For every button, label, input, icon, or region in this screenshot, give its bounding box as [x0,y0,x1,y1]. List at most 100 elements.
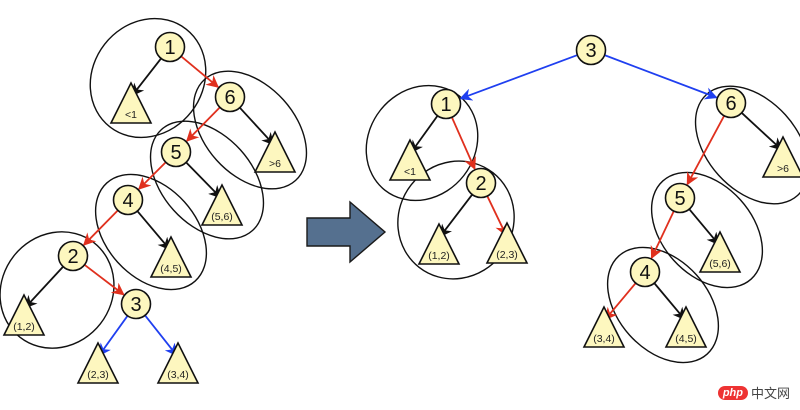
tree-shapes: <1>6(5,6)(4,5)(1,2)(2,3)(3,4)<1(1,2)(2,3… [2,31,800,384]
subtree-label: (1,2) [428,250,450,262]
node-circle [120,288,152,320]
before-subtree-gt6: >6 [253,130,297,173]
node-circle [664,182,696,214]
subtree-triangle [664,305,708,348]
before-node-6: 6 [214,81,246,113]
node-circle [57,240,89,272]
subtree-triangle [761,135,800,178]
subtree-triangle [200,183,244,226]
node-circle [160,136,192,168]
after-edge-a4-at_45 [653,282,686,321]
subtree-label: (4,5) [675,333,697,345]
after-edge-a1-a2 [451,116,476,170]
before-node-3: 3 [120,288,152,320]
after-subtree-45: (4,5) [664,305,708,348]
subtree-triangle [253,130,297,173]
subtree-triangle [149,235,193,278]
node-circle [112,184,144,216]
node-circle [430,88,462,120]
before-edge-b1-b6 [180,55,220,88]
before-node-2: 2 [57,240,89,272]
subtree-triangle [582,305,626,348]
group-ellipse-node-1 [89,17,207,139]
before-edge-b2-b3 [83,264,125,296]
node-circle [214,81,246,113]
after-node-5: 5 [664,182,696,214]
subtree-triangle [2,293,46,336]
subtree-label: (2,3) [87,369,109,381]
after-subtree-23: (2,3) [485,221,529,264]
after-edge-a6-a5 [686,115,725,186]
before-edge-b2-bt_12 [24,266,64,309]
node-label: 6 [224,87,235,109]
after-edge-a2-at_23 [486,195,507,237]
subtree-label: (3,4) [167,369,189,381]
before-edge-b3-bt_23 [98,315,129,357]
before-edge-b4-b2 [82,209,119,246]
before-edge-b1-bt_lt1 [131,57,162,97]
subtree-triangle [156,341,200,384]
group-ellipse-node-6 [192,70,308,190]
after-edge-a6-at_gt6 [741,112,783,151]
group-ellipse-node-4 [94,173,208,291]
node-label: 6 [725,93,736,115]
after-edge-a5-at_56 [688,208,720,246]
subtree-label: >6 [777,163,789,175]
before-edge-b6-bt_gt6 [239,107,275,146]
before-edge-b6-b5 [185,106,221,142]
node-label: 5 [170,142,181,164]
subtree-label: (5,6) [211,211,233,223]
after-node-2: 2 [465,167,497,199]
after-edge-a1-at_lt1 [410,115,439,154]
before-edge-b3-bt_34 [144,314,178,357]
after-node-1: 1 [430,88,462,120]
after-node-3: 3 [575,34,607,66]
node-circle [154,31,186,63]
subtree-label: (5,6) [709,258,731,270]
subtree-label: <1 [125,109,137,121]
subtree-label: <1 [404,166,416,178]
after-subtree-34: (3,4) [582,305,626,348]
group-ellipse-node-5 [149,120,265,240]
node-label: 1 [164,37,175,59]
subtree-triangle [109,81,153,124]
subtree-triangle [388,138,432,181]
after-edge-a3-a6 [604,54,718,100]
before-subtree-23: (2,3) [76,341,120,384]
node-label: 3 [130,294,141,316]
after-edge-a2-at_12 [439,193,473,238]
subtree-triangle [76,341,120,384]
before-subtree-56: (5,6) [200,183,244,226]
watermark-badge: php [717,385,748,400]
node-circle [629,256,661,288]
before-edge-b4-bt_45 [136,210,171,251]
before-node-1: 1 [154,31,186,63]
group-ellipse-node-5-after [650,171,764,289]
node-label: 2 [475,173,486,195]
after-node-6: 6 [715,87,747,119]
watermark-text: 中文网 [750,387,790,402]
after-subtree-56: (5,6) [698,230,742,273]
subtree-triangle [417,222,461,265]
transform-arrow [306,200,387,264]
before-subtree-45: (4,5) [149,235,193,278]
subtree-label: >6 [269,158,281,170]
node-label: 1 [440,94,451,116]
after-edge-a4-at_34 [604,282,637,321]
after-subtree-12: (1,2) [417,222,461,265]
after-edge-a5-a4 [650,210,675,260]
subtree-triangle [698,230,742,273]
before-node-5: 5 [160,136,192,168]
after-subtree-gt6: >6 [761,135,800,178]
edges [24,54,783,357]
subtree-label: (3,4) [593,333,615,345]
watermark: php 中文网 [717,383,790,402]
node-label: 3 [585,40,596,62]
after-subtree-lt1: <1 [388,138,432,181]
before-edge-b5-b4 [138,161,167,190]
subtree-label: (4,5) [160,263,182,275]
group-ellipse-node-4-after [606,246,720,364]
after-node-4: 4 [629,256,661,288]
node-label: 2 [67,246,78,268]
